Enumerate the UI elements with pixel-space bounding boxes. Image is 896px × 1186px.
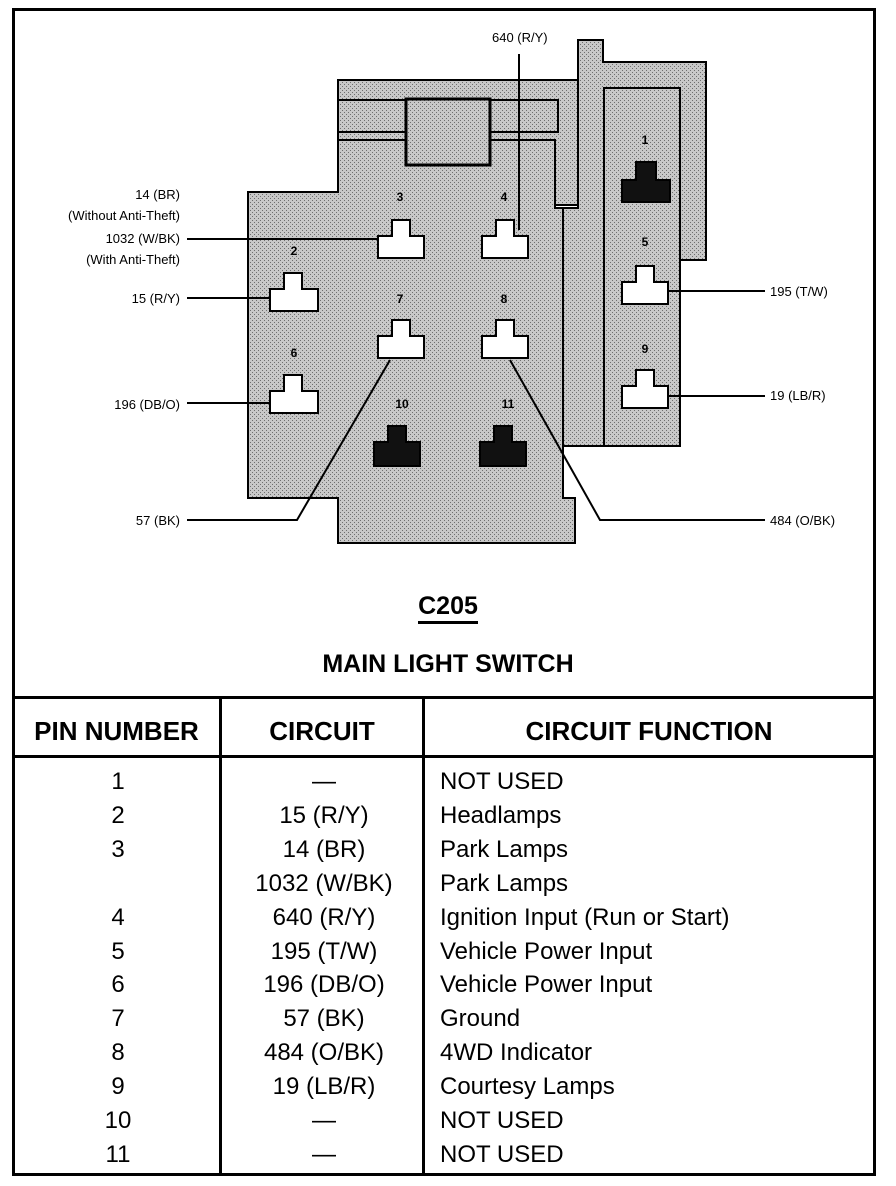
terminal-7 bbox=[377, 319, 425, 359]
circuit-function-cell: Park Lamps bbox=[440, 835, 569, 863]
pin-label-2: 2 bbox=[290, 244, 298, 258]
terminal-1 bbox=[621, 161, 671, 203]
circuit-function-cell: NOT USED bbox=[440, 1140, 564, 1168]
table-row: 1032 (W/BK) Park Lamps bbox=[12, 870, 876, 904]
callout-pin5: 195 (T/W) bbox=[770, 284, 828, 299]
table-row: 4 640 (R/Y) Ignition Input (Run or Start) bbox=[12, 904, 876, 938]
terminal-3 bbox=[377, 219, 425, 259]
circuit-function-cell: Vehicle Power Input bbox=[440, 971, 653, 999]
circuit-function-cell: Ground bbox=[440, 1005, 521, 1033]
pin-label-1: 1 bbox=[641, 133, 649, 147]
terminal-9 bbox=[621, 369, 669, 409]
circuit-cell: — bbox=[312, 768, 336, 795]
pin-number-cell: 3 bbox=[111, 835, 125, 863]
terminal-11 bbox=[479, 425, 527, 467]
pin-number-cell: 8 bbox=[111, 1039, 125, 1067]
pin-label-7: 7 bbox=[396, 292, 404, 306]
callout-pin6: 196 (DB/O) bbox=[114, 397, 180, 412]
callout-pin3-a: 14 (BR) bbox=[135, 187, 180, 202]
circuit-cell: 195 (T/W) bbox=[270, 937, 378, 965]
circuit-cell: 1032 (W/BK) bbox=[255, 869, 393, 897]
wire-leaders bbox=[187, 54, 765, 521]
pin-label-8: 8 bbox=[500, 292, 508, 306]
terminal-6 bbox=[269, 374, 319, 414]
pin-label-3: 3 bbox=[396, 190, 404, 204]
table-row: 9 19 (LB/R) Courtesy Lamps bbox=[12, 1073, 876, 1107]
pin-label-10: 10 bbox=[395, 397, 409, 411]
callout-pin8: 484 (O/BK) bbox=[770, 513, 836, 528]
connector-id: C205 bbox=[0, 592, 896, 624]
circuit-function-cell: Vehicle Power Input bbox=[440, 937, 653, 965]
column-divider-1 bbox=[219, 699, 222, 1176]
circuit-cell: 484 (O/BK) bbox=[263, 1039, 385, 1067]
terminal-5 bbox=[621, 265, 669, 305]
page-frame bbox=[12, 8, 876, 1176]
callout-pin3-a-note: (Without Anti-Theft) bbox=[68, 208, 180, 223]
table-row: 8 484 (O/BK) 4WD Indicator bbox=[12, 1039, 876, 1073]
callout-pin3-b-note: (With Anti-Theft) bbox=[86, 252, 180, 267]
table-row: 2 15 (R/Y) Headlamps bbox=[12, 802, 876, 836]
table-row: 5 195 (T/W) Vehicle Power Input bbox=[12, 938, 876, 972]
pin-label-5: 5 bbox=[641, 235, 649, 249]
unused-terminals bbox=[373, 161, 671, 467]
table-top-rule bbox=[12, 696, 876, 699]
callout-pin2: 15 (R/Y) bbox=[131, 291, 180, 306]
terminal-8 bbox=[481, 319, 529, 359]
circuit-function-cell: Park Lamps bbox=[440, 869, 569, 897]
callout-pin3-b: 1032 (W/BK) bbox=[105, 231, 180, 246]
circuit-function-cell: Courtesy Lamps bbox=[440, 1073, 615, 1101]
pin-number-cell: 7 bbox=[111, 1005, 125, 1033]
callout-pin7: 57 (BK) bbox=[135, 513, 180, 528]
circuit-cell: 14 (BR) bbox=[282, 835, 366, 863]
header-circuit: CIRCUIT bbox=[269, 716, 375, 746]
circuit-function-cell: 4WD Indicator bbox=[440, 1039, 593, 1067]
callout-pin9: 19 (LB/R) bbox=[770, 388, 826, 403]
circuit-cell: 196 (DB/O) bbox=[263, 971, 385, 999]
pin-label-6: 6 bbox=[290, 346, 298, 360]
terminals bbox=[269, 219, 669, 414]
pin-number-cell: 4 bbox=[111, 903, 125, 931]
connector-diagram bbox=[187, 39, 765, 544]
connector-name: MAIN LIGHT SWITCH bbox=[322, 650, 574, 678]
table-row: 1 — NOT USED bbox=[12, 768, 876, 802]
circuit-function-cell: NOT USED bbox=[440, 768, 564, 795]
circuit-cell: — bbox=[312, 1107, 336, 1134]
circuit-cell: 15 (R/Y) bbox=[279, 801, 369, 829]
pin-number-cell: 10 bbox=[104, 1107, 132, 1134]
terminal-4 bbox=[481, 219, 529, 259]
table-header-rule bbox=[12, 755, 876, 758]
terminal-10 bbox=[373, 425, 421, 467]
circuit-function-cell: Headlamps bbox=[440, 801, 562, 829]
circuit-cell: — bbox=[312, 1140, 336, 1168]
circuit-cell: 640 (R/Y) bbox=[272, 903, 376, 931]
connector-lock-window bbox=[404, 97, 492, 167]
pin-label-4: 4 bbox=[500, 190, 508, 204]
pin-number-cell: 2 bbox=[111, 801, 125, 829]
pin-label-9: 9 bbox=[641, 342, 649, 356]
pin-number-cell: 11 bbox=[105, 1140, 131, 1168]
pin-number-cell: 6 bbox=[111, 971, 125, 999]
column-divider-2 bbox=[422, 699, 425, 1176]
pin-label-11: 11 bbox=[501, 397, 515, 411]
pin-number-cell: 9 bbox=[111, 1073, 125, 1101]
table-row: 7 57 (BK) Ground bbox=[12, 1005, 876, 1039]
circuit-function-cell: Ignition Input (Run or Start) bbox=[440, 903, 730, 931]
pin-number-cell: 1 bbox=[111, 768, 125, 795]
circuit-function-cell: NOT USED bbox=[440, 1107, 564, 1134]
header-circuit-function: CIRCUIT FUNCTION bbox=[525, 716, 773, 746]
table-row: 10 — NOT USED bbox=[12, 1107, 876, 1141]
header-pin-number: PIN NUMBER bbox=[34, 716, 199, 746]
circuit-cell: 57 (BK) bbox=[283, 1005, 365, 1033]
terminal-2 bbox=[269, 272, 319, 312]
table-row: 6 196 (DB/O) Vehicle Power Input bbox=[12, 971, 876, 1005]
pin-number-cell: 5 bbox=[111, 937, 125, 965]
table-row: 3 14 (BR) Park Lamps bbox=[12, 836, 876, 870]
callout-pin4: 640 (R/Y) bbox=[492, 30, 548, 45]
circuit-cell: 19 (LB/R) bbox=[272, 1073, 376, 1101]
table-row: 11 — NOT USED bbox=[12, 1141, 876, 1175]
